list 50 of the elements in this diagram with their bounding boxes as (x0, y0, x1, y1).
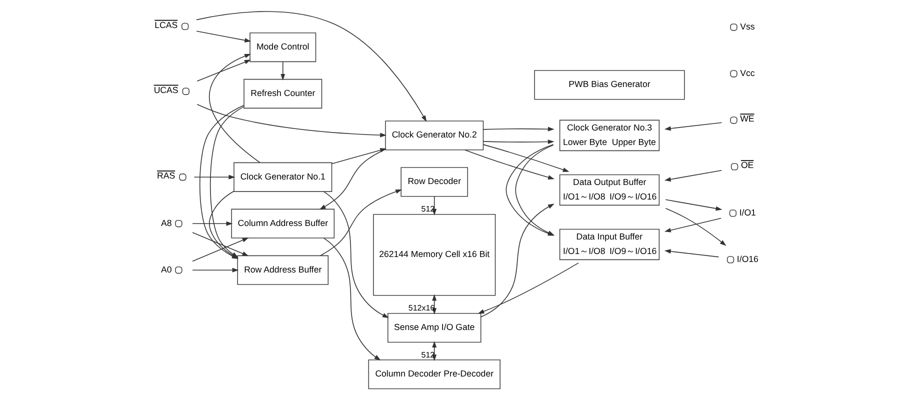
node-label: A0 (161, 264, 172, 274)
node-box: Refresh Counter (244, 78, 322, 109)
arrow (482, 126, 554, 132)
arrow (192, 268, 239, 272)
node-box: Sense Amp I/O Gate (387, 312, 482, 343)
arrow (665, 208, 726, 246)
node-box: Mode Control (250, 32, 316, 62)
node-box: Clock Generator No.1 (234, 162, 332, 192)
arrow (194, 174, 236, 180)
node-label: RAS (157, 170, 176, 181)
node-label: I/O1 (739, 207, 756, 218)
arrow (664, 122, 722, 131)
arrow (192, 238, 249, 262)
arrow (192, 221, 233, 226)
node-box: Clock Generator No.3 Lower Byte Upper Byte (559, 120, 660, 152)
node-label: LCAS (154, 20, 178, 30)
node-box: Clock Generator No.2 (385, 120, 484, 150)
node-label: A8 (161, 218, 172, 228)
arrow (464, 150, 554, 180)
node-label: WE (740, 114, 754, 124)
arrow (482, 140, 554, 144)
arrow (196, 30, 252, 42)
arrow (192, 232, 249, 256)
node-box: Data Output Buffer I/O1～I/O8 I/O9～I/O16 (559, 174, 660, 206)
node-box: Row Address Buffer (237, 255, 329, 285)
arrow (664, 218, 722, 232)
arrow (664, 249, 720, 258)
node-box: Row Decoder (400, 167, 468, 197)
node-box: PWB Bias Generator (534, 70, 685, 100)
arrow (196, 11, 427, 122)
arrow (324, 238, 381, 360)
arrow (478, 262, 579, 314)
arrow (665, 199, 722, 211)
node-label: Vss (740, 21, 755, 32)
node-label: Vcc (740, 68, 755, 78)
node-label: OE (740, 160, 754, 170)
node-box: 262144 Memory Cell x16 Bit (373, 214, 496, 296)
node-box: Data Input Buffer I/O1～I/O8 I/O9～I/O16 (559, 228, 660, 260)
node-label: I/O16 (736, 254, 758, 264)
arrow (324, 191, 389, 318)
arrow (482, 144, 570, 172)
arrow (208, 54, 260, 163)
arrow (320, 189, 402, 256)
arrow (664, 170, 722, 182)
node-label: UCAS (154, 84, 178, 95)
arrow (280, 61, 286, 80)
arrow (196, 60, 251, 82)
node-box: Column Address Buffer (231, 208, 335, 238)
node-box: Column Decoder Pre-Decoder (368, 359, 500, 390)
arrow (196, 104, 387, 138)
